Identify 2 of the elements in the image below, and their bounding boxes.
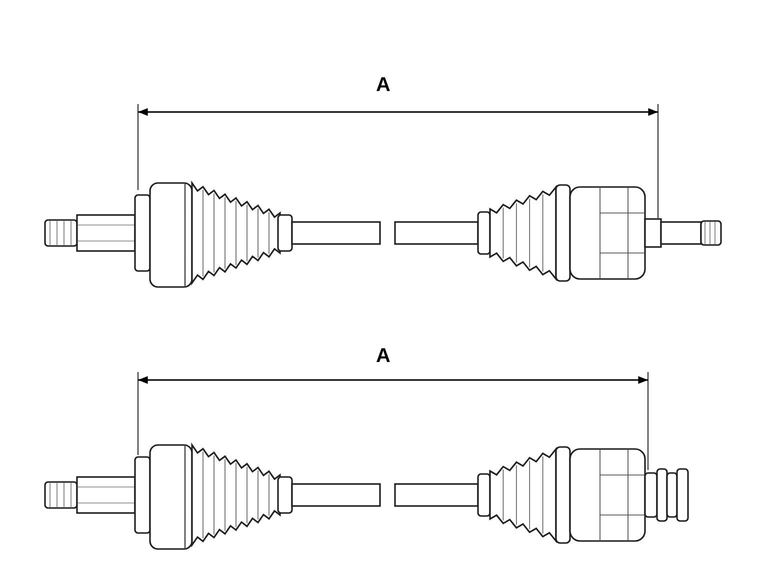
dimension-label: A (376, 74, 390, 96)
dimension-label: A (376, 345, 390, 367)
